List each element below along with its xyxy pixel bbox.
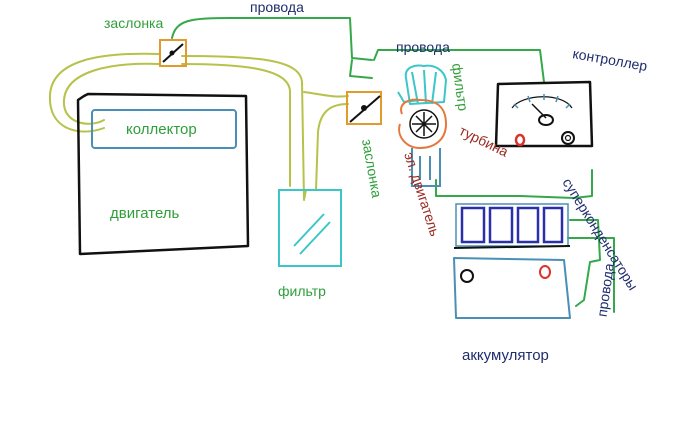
label-dvigatel: двигатель [110, 205, 180, 222]
label-kontroller: контроллер [571, 45, 648, 74]
label-akkumulyator: аккумулятор [462, 347, 549, 364]
hoses-olive [48, 52, 349, 201]
label-filtr-bottom: фильтр [278, 283, 326, 299]
turbine-motor [398, 98, 448, 187]
label-provoda-mid: провода [396, 39, 450, 55]
wires-green [171, 17, 615, 313]
label-provoda-top: провода [250, 0, 304, 15]
label-filtr-right: фильтр [449, 62, 472, 112]
label-turbina: турбина [457, 122, 511, 160]
supercapacitors [453, 203, 571, 249]
filter-turbine [397, 64, 447, 105]
battery [453, 257, 571, 319]
label-el-dvigatel: эл. двигатель [401, 150, 443, 238]
collector-box [91, 109, 237, 149]
throttle-middle [346, 91, 382, 125]
engine-outline [76, 92, 250, 256]
controller-box [494, 80, 594, 148]
label-kollektor: коллектор [126, 121, 197, 138]
filter-bottom [278, 189, 342, 267]
label-zaslonka-vertical: заслонка [359, 138, 385, 199]
label-provoda-vertical: провода [594, 262, 617, 318]
label-zaslonka-top: заслонка [104, 15, 163, 31]
throttle-top [159, 39, 187, 67]
